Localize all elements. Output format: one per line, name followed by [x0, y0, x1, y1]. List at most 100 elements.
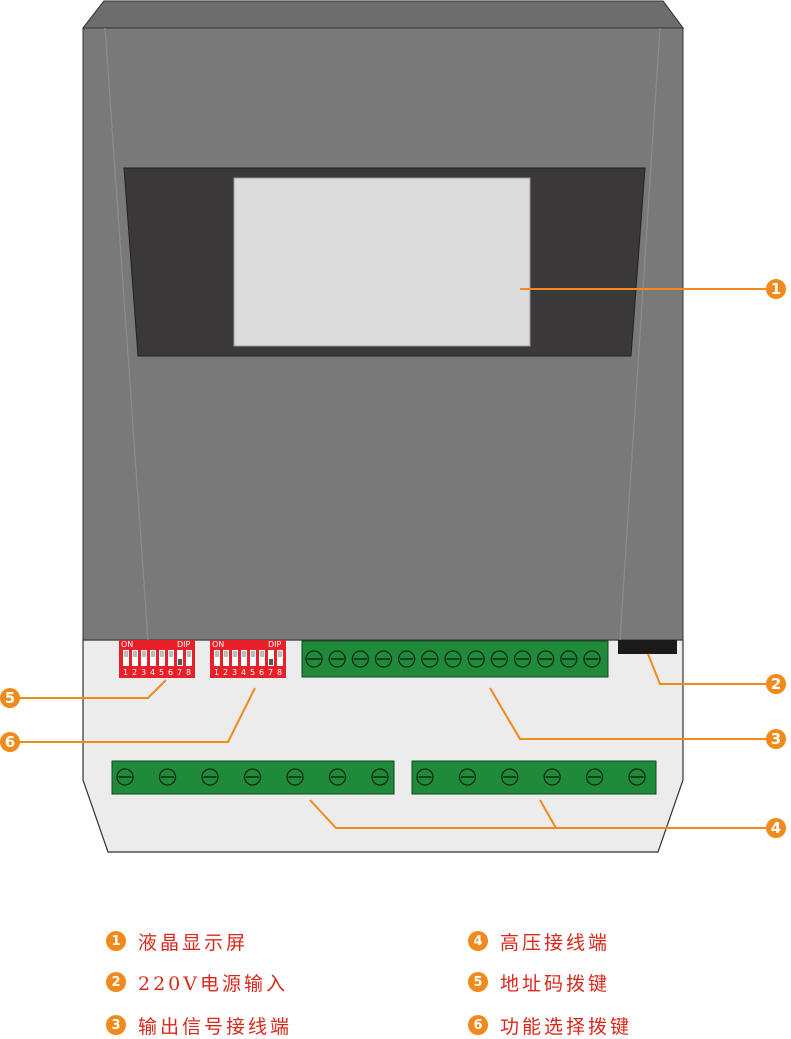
callout-marker: 5 — [0, 688, 20, 708]
dip-position-label: 1 — [123, 668, 128, 677]
housing-right-edge — [619, 27, 661, 641]
dip-slot — [132, 650, 138, 666]
terminal-screw — [158, 768, 177, 786]
dip-toggle — [160, 651, 164, 657]
dip-position-label: 5 — [159, 668, 164, 677]
dip-position-label: 3 — [232, 668, 237, 677]
dip-toggle — [251, 651, 255, 657]
dip-toggle — [260, 651, 264, 657]
dip-position-label: 4 — [150, 668, 155, 677]
legend-label: 220V电源输入 — [138, 972, 288, 995]
legend-badge: 5 — [468, 972, 488, 992]
terminal-screw — [243, 768, 262, 786]
lcd-screen — [233, 177, 531, 347]
dip-toggle — [215, 651, 219, 657]
leader-line-2 — [647, 653, 774, 685]
callout-number: 5 — [5, 689, 15, 707]
dip-position-label: 3 — [141, 668, 146, 677]
terminal-screw — [585, 768, 604, 786]
terminal-screw — [501, 768, 519, 786]
legend-badge: 6 — [468, 1015, 488, 1035]
dip-toggle — [142, 651, 146, 657]
dip-on-label: ON — [212, 640, 224, 649]
terminal-screw — [371, 768, 389, 786]
callout-number: 1 — [771, 280, 781, 298]
dip-position-label: 8 — [186, 668, 191, 677]
dip-position-label: 1 — [214, 668, 219, 677]
dip-position-label: 6 — [168, 668, 173, 677]
terminal-screw — [560, 650, 578, 668]
dip-toggle — [242, 651, 246, 657]
dip-position-label: 6 — [259, 668, 264, 677]
dip-slot — [168, 650, 174, 666]
legend-badge: 4 — [468, 931, 488, 951]
signal-terminal-screws — [305, 650, 601, 668]
legend-label: 液晶显示屏 — [138, 931, 249, 954]
dip-slot — [123, 650, 129, 666]
callout-marker: 2 — [766, 674, 786, 694]
dip-slot — [177, 650, 183, 666]
terminal-screw — [458, 768, 477, 786]
housing-top-bevel — [81, 0, 684, 29]
callout-marker: 3 — [766, 729, 786, 749]
dip-slot — [223, 650, 229, 666]
terminal-screw — [490, 650, 508, 668]
leader-line-6 — [10, 687, 256, 743]
dip-slot — [186, 650, 192, 666]
terminal-screw — [537, 650, 555, 668]
callout-number: 4 — [771, 819, 781, 837]
dip-slot — [141, 650, 147, 666]
terminal-screw — [328, 768, 347, 786]
dip-position-label: 5 — [250, 668, 255, 677]
legend-item-3: 3 输出信号接线端 — [106, 1013, 292, 1038]
dip-slot — [214, 650, 220, 666]
terminal-screw — [467, 650, 485, 668]
dip-slot — [159, 650, 165, 666]
dip-position-label: 4 — [241, 668, 246, 677]
leader-line-3 — [489, 687, 774, 740]
terminal-screw — [513, 650, 532, 668]
terminal-screw — [351, 650, 369, 668]
dip-on-label: ON — [121, 640, 133, 649]
legend-badge: 2 — [106, 972, 126, 992]
terminal-screw — [374, 650, 393, 668]
dip-toggle — [133, 651, 137, 657]
legend-label: 地址码拨键 — [500, 972, 611, 995]
callout-number: 6 — [5, 733, 15, 751]
dip-slot — [232, 650, 238, 666]
hv-terminal-screws-right — [416, 768, 646, 786]
dip-slot — [241, 650, 247, 666]
callout-number: 3 — [771, 730, 781, 748]
callout-marker: 1 — [766, 279, 786, 299]
terminal-screw — [628, 768, 646, 786]
callout-marker: 6 — [0, 732, 20, 752]
dip-slot — [277, 650, 283, 666]
dip-toggle — [169, 651, 173, 657]
terminal-screw — [543, 768, 561, 786]
terminal-screw — [444, 650, 462, 668]
housing-left-edge — [104, 27, 149, 641]
dip-brand-label: DIP — [268, 640, 282, 649]
legend-label: 功能选择拨键 — [500, 1015, 633, 1038]
legend-item-2: 2 220V电源输入 — [106, 970, 288, 995]
power-input-connector — [618, 640, 677, 654]
leader-line-4 — [309, 799, 774, 829]
hv-terminal-block-right — [411, 760, 657, 795]
legend-badge: 1 — [106, 931, 126, 951]
dip-toggle — [187, 651, 191, 657]
terminal-screw — [305, 650, 323, 668]
dip-toggle — [233, 651, 237, 657]
dip-toggle — [151, 651, 155, 657]
terminal-screw — [328, 650, 346, 668]
callout-number: 2 — [771, 675, 781, 693]
dip-position-label: 8 — [277, 668, 282, 677]
dip-slot — [259, 650, 265, 666]
terminal-screw — [286, 768, 304, 786]
legend-label: 高压接线端 — [500, 931, 611, 954]
leader-line-4b — [539, 799, 557, 829]
hv-terminal-screws-left — [116, 768, 389, 786]
terminal-screw — [583, 650, 601, 668]
